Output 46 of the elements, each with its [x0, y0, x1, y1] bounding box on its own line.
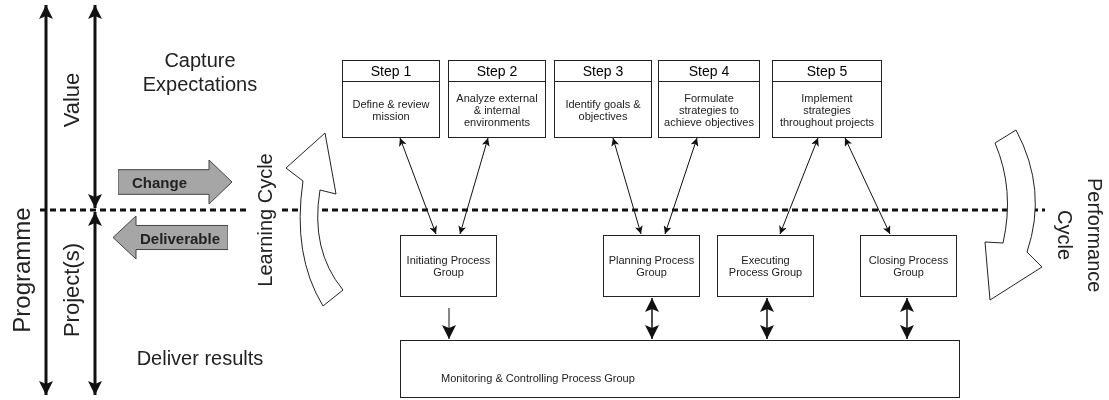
step-description: Identify goals & objectives	[564, 97, 642, 122]
cycle-label: Performance Cycle	[1053, 176, 1107, 295]
axis-label: Project(s)	[59, 242, 85, 338]
step-heading: Step 5	[773, 61, 881, 82]
step-description: Implement strategies throughout projects	[778, 91, 876, 128]
step-heading: Step 1	[343, 61, 439, 82]
cycle-label: Learning Cycle	[253, 153, 277, 287]
process-box	[400, 235, 497, 297]
arrow	[645, 297, 659, 340]
process-box	[400, 340, 960, 398]
process-label: Monitoring & Controlling Process Group	[440, 372, 636, 384]
process-box	[860, 235, 957, 297]
process-box	[717, 235, 814, 297]
step-description: Formulate strategies to achieve objectives	[663, 91, 755, 128]
process-label: Initiating Process Group	[405, 254, 492, 278]
step-box	[658, 60, 760, 138]
arrow	[760, 297, 774, 340]
process-box	[603, 235, 700, 297]
step-description: Define & review mission	[351, 97, 431, 122]
arrow-label: Deliverable	[139, 229, 220, 246]
process-label: Executing Process Group	[727, 254, 804, 278]
block-arrow	[112, 216, 228, 259]
block-arrow	[118, 160, 233, 204]
arrow	[900, 297, 914, 340]
step-heading: Step 4	[659, 61, 759, 82]
step-box	[772, 60, 882, 138]
axis-label: Programme	[8, 207, 36, 333]
step-box	[448, 60, 546, 138]
process-label: Closing Process Group	[867, 254, 950, 278]
side-note: Deliver results	[135, 346, 265, 370]
arrow-label: Change	[132, 173, 187, 191]
axis-label: Value	[59, 72, 85, 128]
side-note: Capture Expectations	[141, 48, 259, 96]
arrow	[399, 137, 437, 235]
arrow	[779, 137, 819, 235]
arrow	[611, 137, 643, 235]
step-box	[342, 60, 440, 138]
arrow	[458, 137, 490, 235]
arrow	[442, 307, 456, 340]
arrow	[844, 137, 891, 235]
step-heading: Step 2	[449, 61, 545, 82]
step-description: Analyze external & internal environments	[455, 91, 539, 128]
arrow	[663, 137, 699, 235]
process-label: Planning Process Group	[607, 254, 696, 278]
step-heading: Step 3	[555, 61, 651, 82]
step-box	[554, 60, 652, 138]
